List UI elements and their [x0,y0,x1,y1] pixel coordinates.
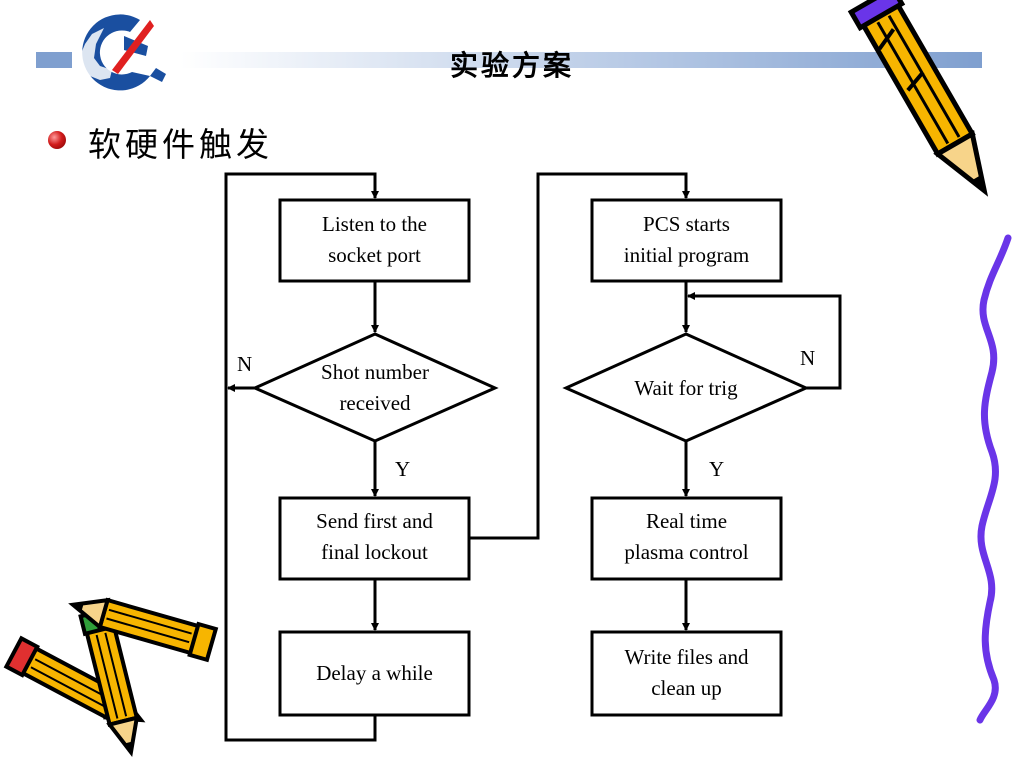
box-pcs-label: PCS starts initial program [623,212,750,267]
bullet-dot-icon [48,131,66,149]
box-listen [278,198,471,283]
box-listen-label: Listen to the socket port [322,212,427,267]
loop-delay-listen [224,172,379,742]
header-bar [36,52,982,68]
decision-shot-label: Shot number received [321,360,429,415]
box-write-label: Write files and clean up [624,645,749,700]
bullet-text: 软硬件触发 [88,125,273,164]
box-realtime [590,496,783,581]
link-send-pcs [469,172,690,540]
loop-wait-no [687,292,842,390]
box-pcs [590,198,783,283]
box-realtime-label: Real time plasma control [624,509,749,564]
pencils-cluster-icon [3,597,219,758]
box-delay-label: Delay a while [316,661,433,685]
pencil-icon [847,0,989,197]
label-yes-right: Y [709,457,725,481]
slide-title: 实验方案 [449,49,574,82]
label-no-left: N [237,352,253,376]
institute-logo-icon [80,14,166,91]
label-yes-left: Y [395,457,411,481]
decision-wait-label: Wait for trig [634,376,738,400]
box-delay [278,630,471,717]
box-send-label: Send first and final lockout [316,509,433,564]
label-no-right: N [800,346,816,370]
squiggle-line [976,234,1012,724]
box-write [590,630,783,717]
